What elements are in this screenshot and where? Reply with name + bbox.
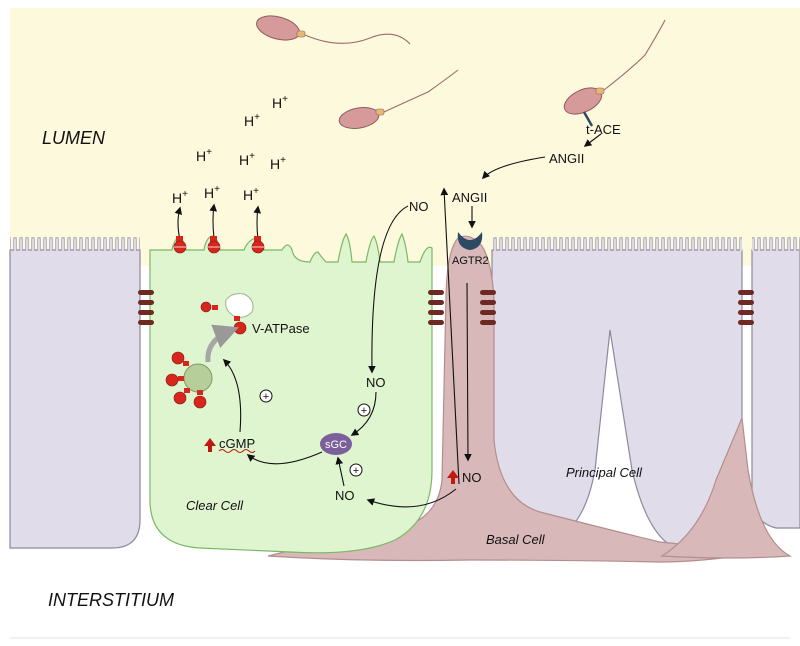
cgmp-label: cGMP xyxy=(219,436,255,451)
svg-text:+: + xyxy=(361,405,367,417)
sgc-enzyme xyxy=(320,433,352,455)
lumen-region xyxy=(10,8,800,266)
sgc-label: sGC xyxy=(325,439,347,451)
svg-text:+: + xyxy=(263,391,269,403)
t-ace-label: t-ACE xyxy=(586,122,621,137)
proton: H+ xyxy=(239,151,255,168)
basal-cell-right-extension xyxy=(660,415,793,559)
sperm-2 xyxy=(338,69,459,129)
angii-receptor-label: ANGII xyxy=(452,190,487,205)
proton: H+ xyxy=(270,155,286,172)
apical-pump xyxy=(207,236,221,254)
apical-pump xyxy=(251,236,265,254)
proton: H+ xyxy=(244,112,260,129)
plus-sign: + xyxy=(349,463,363,477)
pathway-arrows xyxy=(222,133,602,508)
agtr2-label: AGTR2 xyxy=(452,255,489,267)
basal-cell xyxy=(267,235,753,563)
microvilli-left xyxy=(10,237,140,251)
sperm-cells xyxy=(256,15,666,129)
lumen-label: LUMEN xyxy=(42,128,106,148)
stimulation-signs: + + + xyxy=(259,389,371,477)
sperm-1 xyxy=(256,15,411,45)
sperm-3 xyxy=(563,19,666,127)
translocation-arrow xyxy=(205,324,239,363)
interstitium-label: INTERSTITIUM xyxy=(48,590,174,610)
basal-cell-label: Basal Cell xyxy=(486,532,546,547)
proton: H+ xyxy=(243,186,259,203)
principal-cell xyxy=(491,249,743,553)
no-mid-label: NO xyxy=(366,375,386,390)
junction-basal-principal xyxy=(480,290,496,325)
microvilli-right xyxy=(752,237,800,251)
junction-clear-basal xyxy=(428,290,444,325)
no-basal-label: NO xyxy=(462,470,482,485)
apical-pump xyxy=(173,236,187,254)
vesicle-cytoplasmic xyxy=(165,351,213,409)
junction-right xyxy=(738,290,754,325)
no-top-label: NO xyxy=(409,199,429,214)
up-arrow-icon xyxy=(204,438,216,452)
proton: H+ xyxy=(196,147,212,164)
angii-top-label: ANGII xyxy=(549,151,584,166)
agtr2-receptor xyxy=(457,232,483,250)
proton: H+ xyxy=(172,189,188,206)
left-principal-cell xyxy=(9,249,141,549)
cgmp-underline xyxy=(218,449,256,453)
right-principal-cell xyxy=(751,249,800,529)
plus-sign: + xyxy=(259,389,273,403)
svg-text:+: + xyxy=(353,465,359,477)
junction-left xyxy=(138,290,154,325)
up-arrow-icon xyxy=(447,470,459,484)
principal-cells xyxy=(9,249,800,553)
proton: H+ xyxy=(204,184,220,201)
v-atpase-label: V-ATPase xyxy=(252,321,310,336)
no-bottom-label: NO xyxy=(335,488,355,503)
protons: H+ H+ H+ H+ H+ H+ H+ H+ xyxy=(172,94,288,206)
clear-cell-label: Clear Cell xyxy=(186,498,244,513)
proton: H+ xyxy=(272,94,288,111)
apical-pumps xyxy=(173,236,265,254)
microvilli-principal xyxy=(492,237,742,251)
plus-sign: + xyxy=(357,403,371,417)
principal-cell-label: Principal Cell xyxy=(566,465,643,480)
tight-junctions xyxy=(138,290,754,325)
